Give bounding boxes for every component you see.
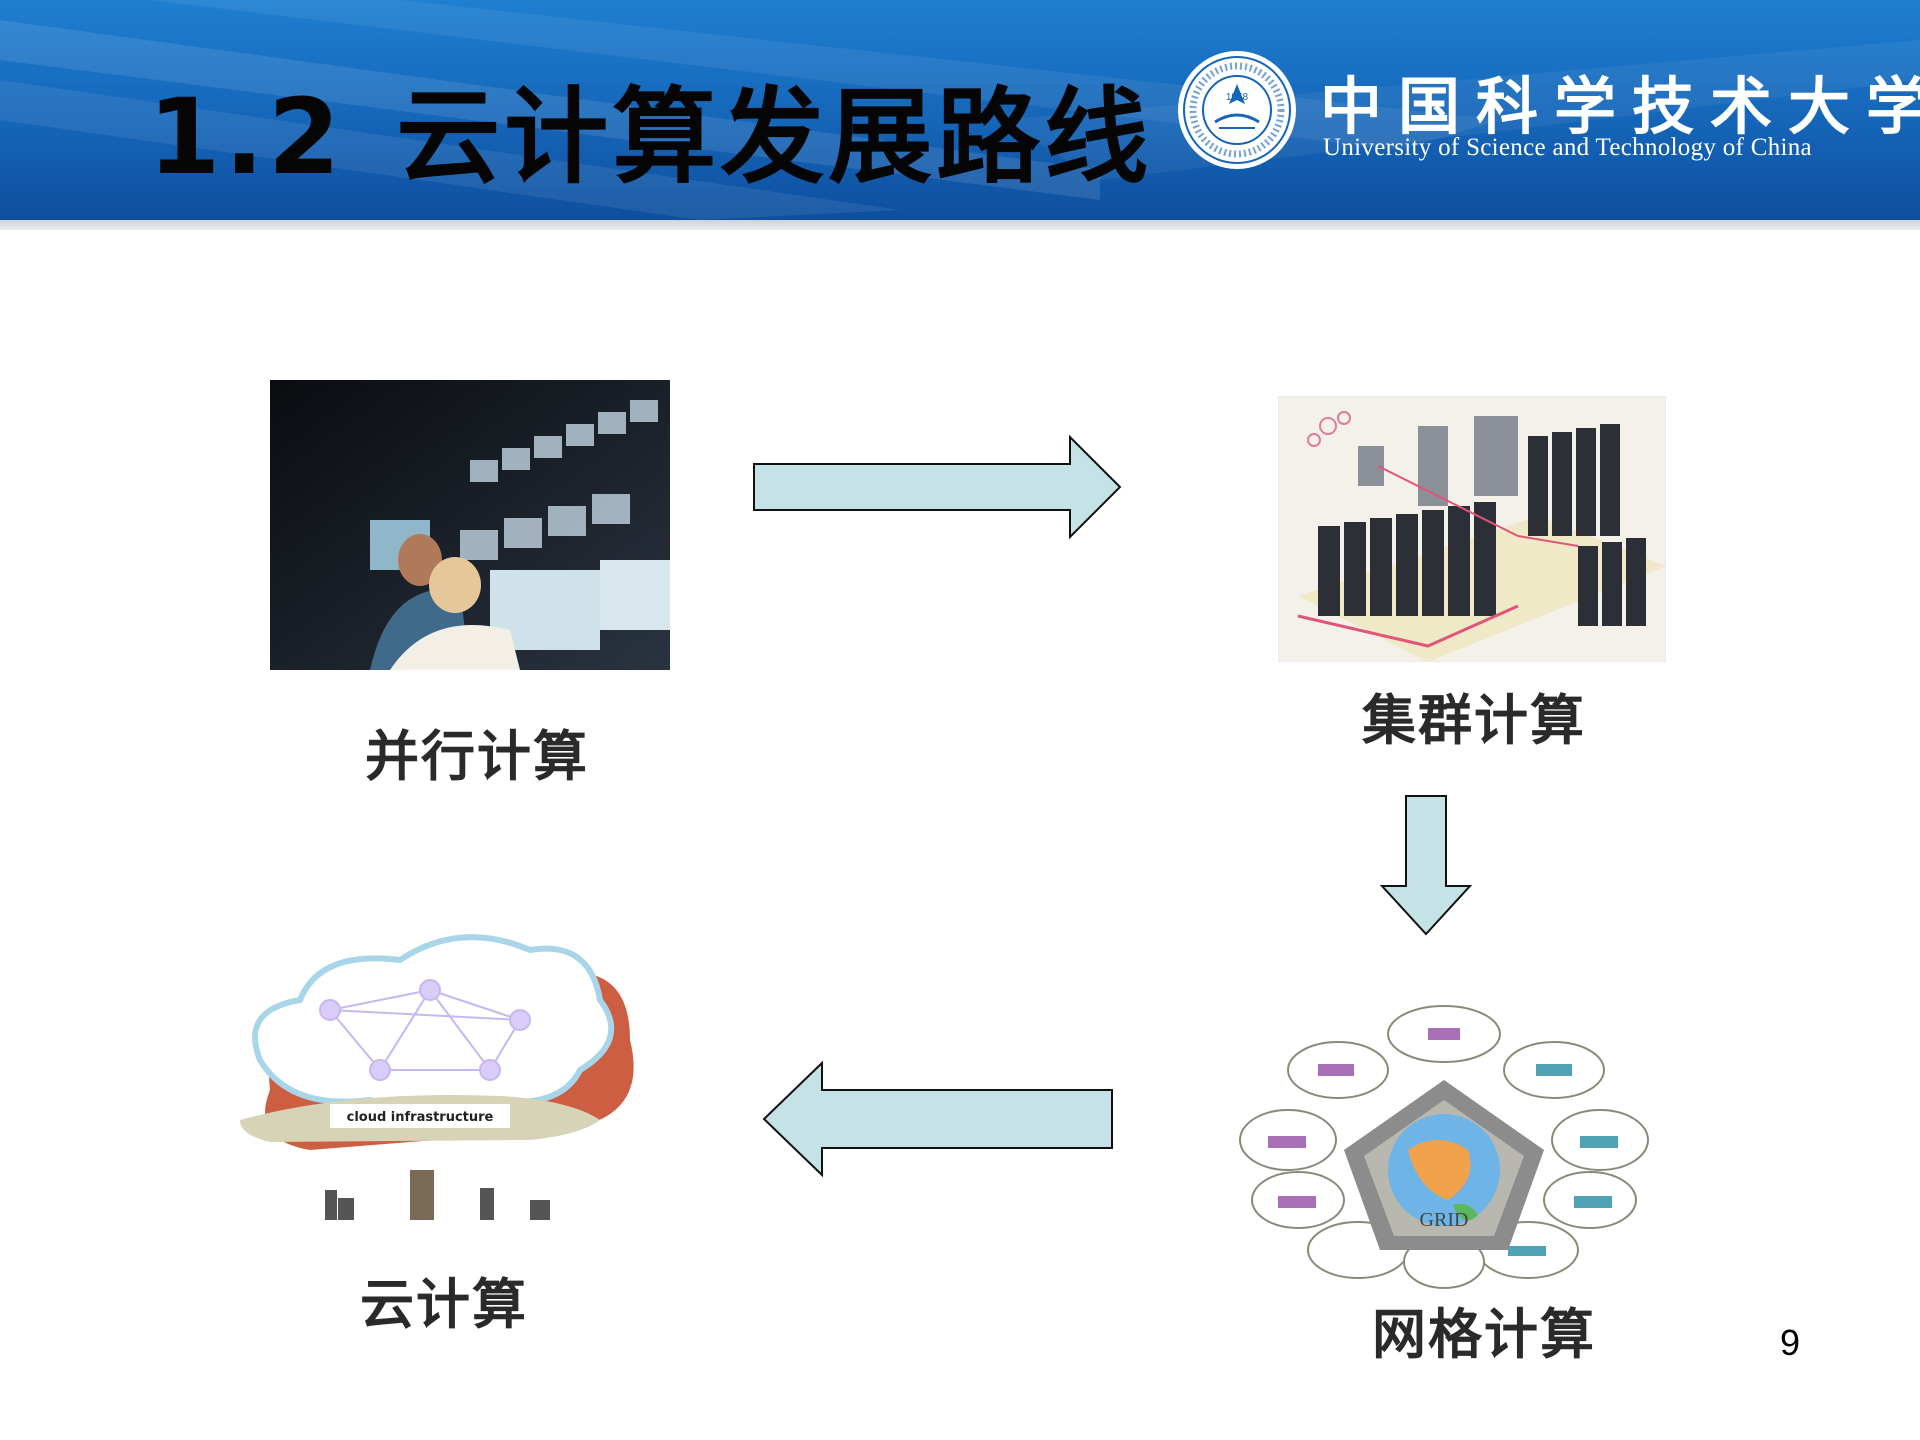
university-name-en: University of Science and Technology of … <box>1323 134 1812 161</box>
cluster-computing-label: 集群计算 <box>1362 689 1586 752</box>
header-divider <box>0 220 1920 230</box>
university-seal-icon: 1958 <box>1178 51 1296 169</box>
section-number: 1.2 <box>148 76 345 198</box>
cloud-image-text: cloud infrastructure <box>347 1110 494 1125</box>
seal-year: 1958 <box>1226 92 1249 103</box>
grid-computing-image: GRID <box>1239 1005 1649 1289</box>
cluster-computing-image <box>1278 396 1666 662</box>
arrow-left <box>762 1060 1113 1178</box>
slide-title: 1.2 云计算发展路线 <box>148 52 1152 203</box>
page-number: 9 <box>1780 1322 1801 1363</box>
arrow-right <box>753 434 1122 540</box>
cloud-computing-label: 云计算 <box>360 1273 528 1336</box>
title-text: 云计算发展路线 <box>396 76 1153 198</box>
header-banner: 1.2 云计算发展路线 1958 中国科学技术大学 University of S… <box>0 0 1920 220</box>
university-logo: 1958 中国科学技术大学 University of Science and … <box>1175 48 1920 178</box>
university-name-cn: 中国科学技术大学 <box>1320 70 1920 143</box>
parallel-computing-label: 并行计算 <box>365 725 589 788</box>
grid-computing-label: 网格计算 <box>1372 1303 1596 1366</box>
grid-image-text: GRID <box>1420 1209 1469 1231</box>
parallel-computing-image <box>270 380 670 670</box>
arrow-down <box>1380 795 1472 936</box>
cloud-computing-image: cloud infrastructure <box>240 934 634 1220</box>
